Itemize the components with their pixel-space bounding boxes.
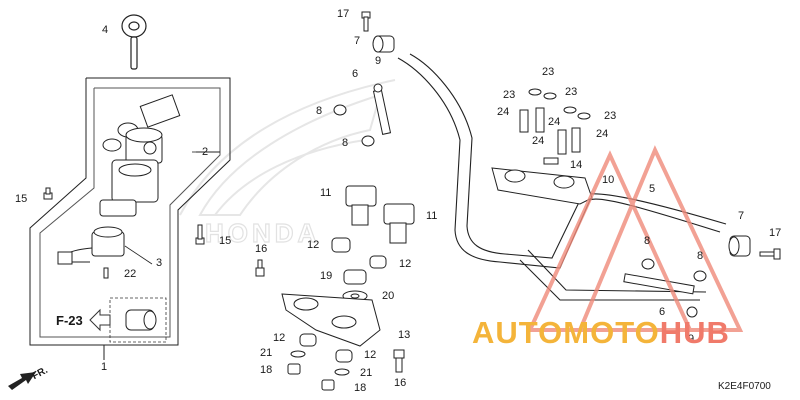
callout-12: 12 — [273, 332, 286, 344]
callout-8: 8 — [342, 137, 349, 149]
washer-23-group — [528, 88, 591, 120]
callout-16: 16 — [394, 377, 407, 389]
nut-8-top — [333, 104, 375, 147]
callout-9: 9 — [688, 333, 695, 345]
callout-24: 24 — [497, 106, 510, 118]
end-weight-top — [372, 35, 395, 53]
callout-3: 3 — [156, 257, 163, 269]
cylinder-lock — [125, 309, 157, 331]
callout-11: 11 — [320, 187, 332, 199]
callout-7: 7 — [354, 35, 361, 47]
callout-10: 10 — [602, 174, 615, 186]
callout-15: 15 — [219, 235, 232, 247]
honda-emblem-text: HONDA — [205, 218, 320, 248]
bolt-16-group — [255, 259, 405, 373]
callout-23: 23 — [604, 110, 617, 122]
bolt-15-right — [195, 224, 205, 245]
callout-9: 9 — [375, 55, 382, 67]
key — [121, 14, 147, 70]
callout-18: 18 — [260, 364, 273, 376]
bolt-17-top — [361, 11, 371, 32]
leader-3 — [124, 245, 153, 265]
callout-17: 17 — [337, 8, 350, 20]
handlebar-right — [519, 249, 707, 301]
callout-18: 18 — [354, 382, 367, 394]
nut-18-group — [287, 363, 335, 391]
ignition-switch — [99, 94, 181, 217]
end-weight-right — [728, 235, 751, 257]
nut-8-right-group — [641, 258, 707, 282]
callout-8: 8 — [316, 105, 323, 117]
watermark-logo — [526, 145, 744, 332]
bolt-17-right — [759, 248, 781, 260]
handlebar-left — [397, 53, 727, 269]
keyset-frame — [29, 77, 231, 360]
callout-17: 17 — [769, 227, 782, 239]
ref-arrow-icon — [89, 308, 111, 332]
rubber-12-group — [299, 237, 387, 363]
callout-2: 2 — [202, 146, 209, 158]
upper-holder — [491, 167, 593, 205]
callout-20: 20 — [382, 290, 395, 302]
nut-9-right — [686, 306, 698, 318]
pin-6-right — [623, 273, 695, 295]
callout-14: 14 — [570, 159, 583, 171]
collar-19 — [343, 269, 367, 285]
watermark-text: AUTOMOTOHUB — [472, 315, 730, 351]
callout-23: 23 — [503, 89, 516, 101]
callout-6: 6 — [659, 306, 666, 318]
callout-22: 22 — [124, 268, 137, 280]
top-bridge — [281, 293, 381, 347]
callout-8: 8 — [697, 250, 704, 262]
callout-23: 23 — [565, 86, 578, 98]
callout-11: 11 — [426, 210, 438, 222]
callout-13: 13 — [398, 329, 411, 341]
bolt-15-left — [43, 187, 53, 200]
diagram-code: K2E4F0700 — [718, 381, 771, 392]
watermark-part1: AUTOMOTO — [472, 315, 660, 350]
front-direction-arrow-icon — [8, 372, 36, 390]
callout-16: 16 — [255, 243, 268, 255]
callout-12: 12 — [399, 258, 412, 270]
mark-14 — [543, 157, 559, 165]
handlebar-holder-left — [345, 185, 377, 226]
handlebar-holder-right — [383, 203, 415, 244]
callout-8: 8 — [644, 235, 651, 247]
bolt-24-group — [519, 107, 581, 155]
watermark-part2: HUB — [659, 315, 730, 350]
callout-15: 15 — [15, 193, 28, 205]
callout-21: 21 — [360, 367, 373, 379]
callout-12: 12 — [307, 239, 320, 251]
callout-24: 24 — [548, 116, 561, 128]
callout-6: 6 — [352, 68, 359, 80]
callout-4: 4 — [102, 24, 109, 36]
callout-19: 19 — [320, 270, 333, 282]
callout-23: 23 — [542, 66, 555, 78]
callout-21: 21 — [260, 347, 273, 359]
nut-9-top — [373, 83, 383, 93]
callout-24: 24 — [596, 128, 609, 140]
switch-unit — [57, 226, 125, 279]
callout-24: 24 — [532, 135, 545, 147]
callout-1: 1 — [101, 361, 108, 373]
callout-7: 7 — [738, 210, 745, 222]
reference-label: F-23 — [56, 313, 83, 328]
callout-12: 12 — [364, 349, 377, 361]
washer-21-group — [290, 350, 350, 376]
callout-5: 5 — [649, 183, 656, 195]
